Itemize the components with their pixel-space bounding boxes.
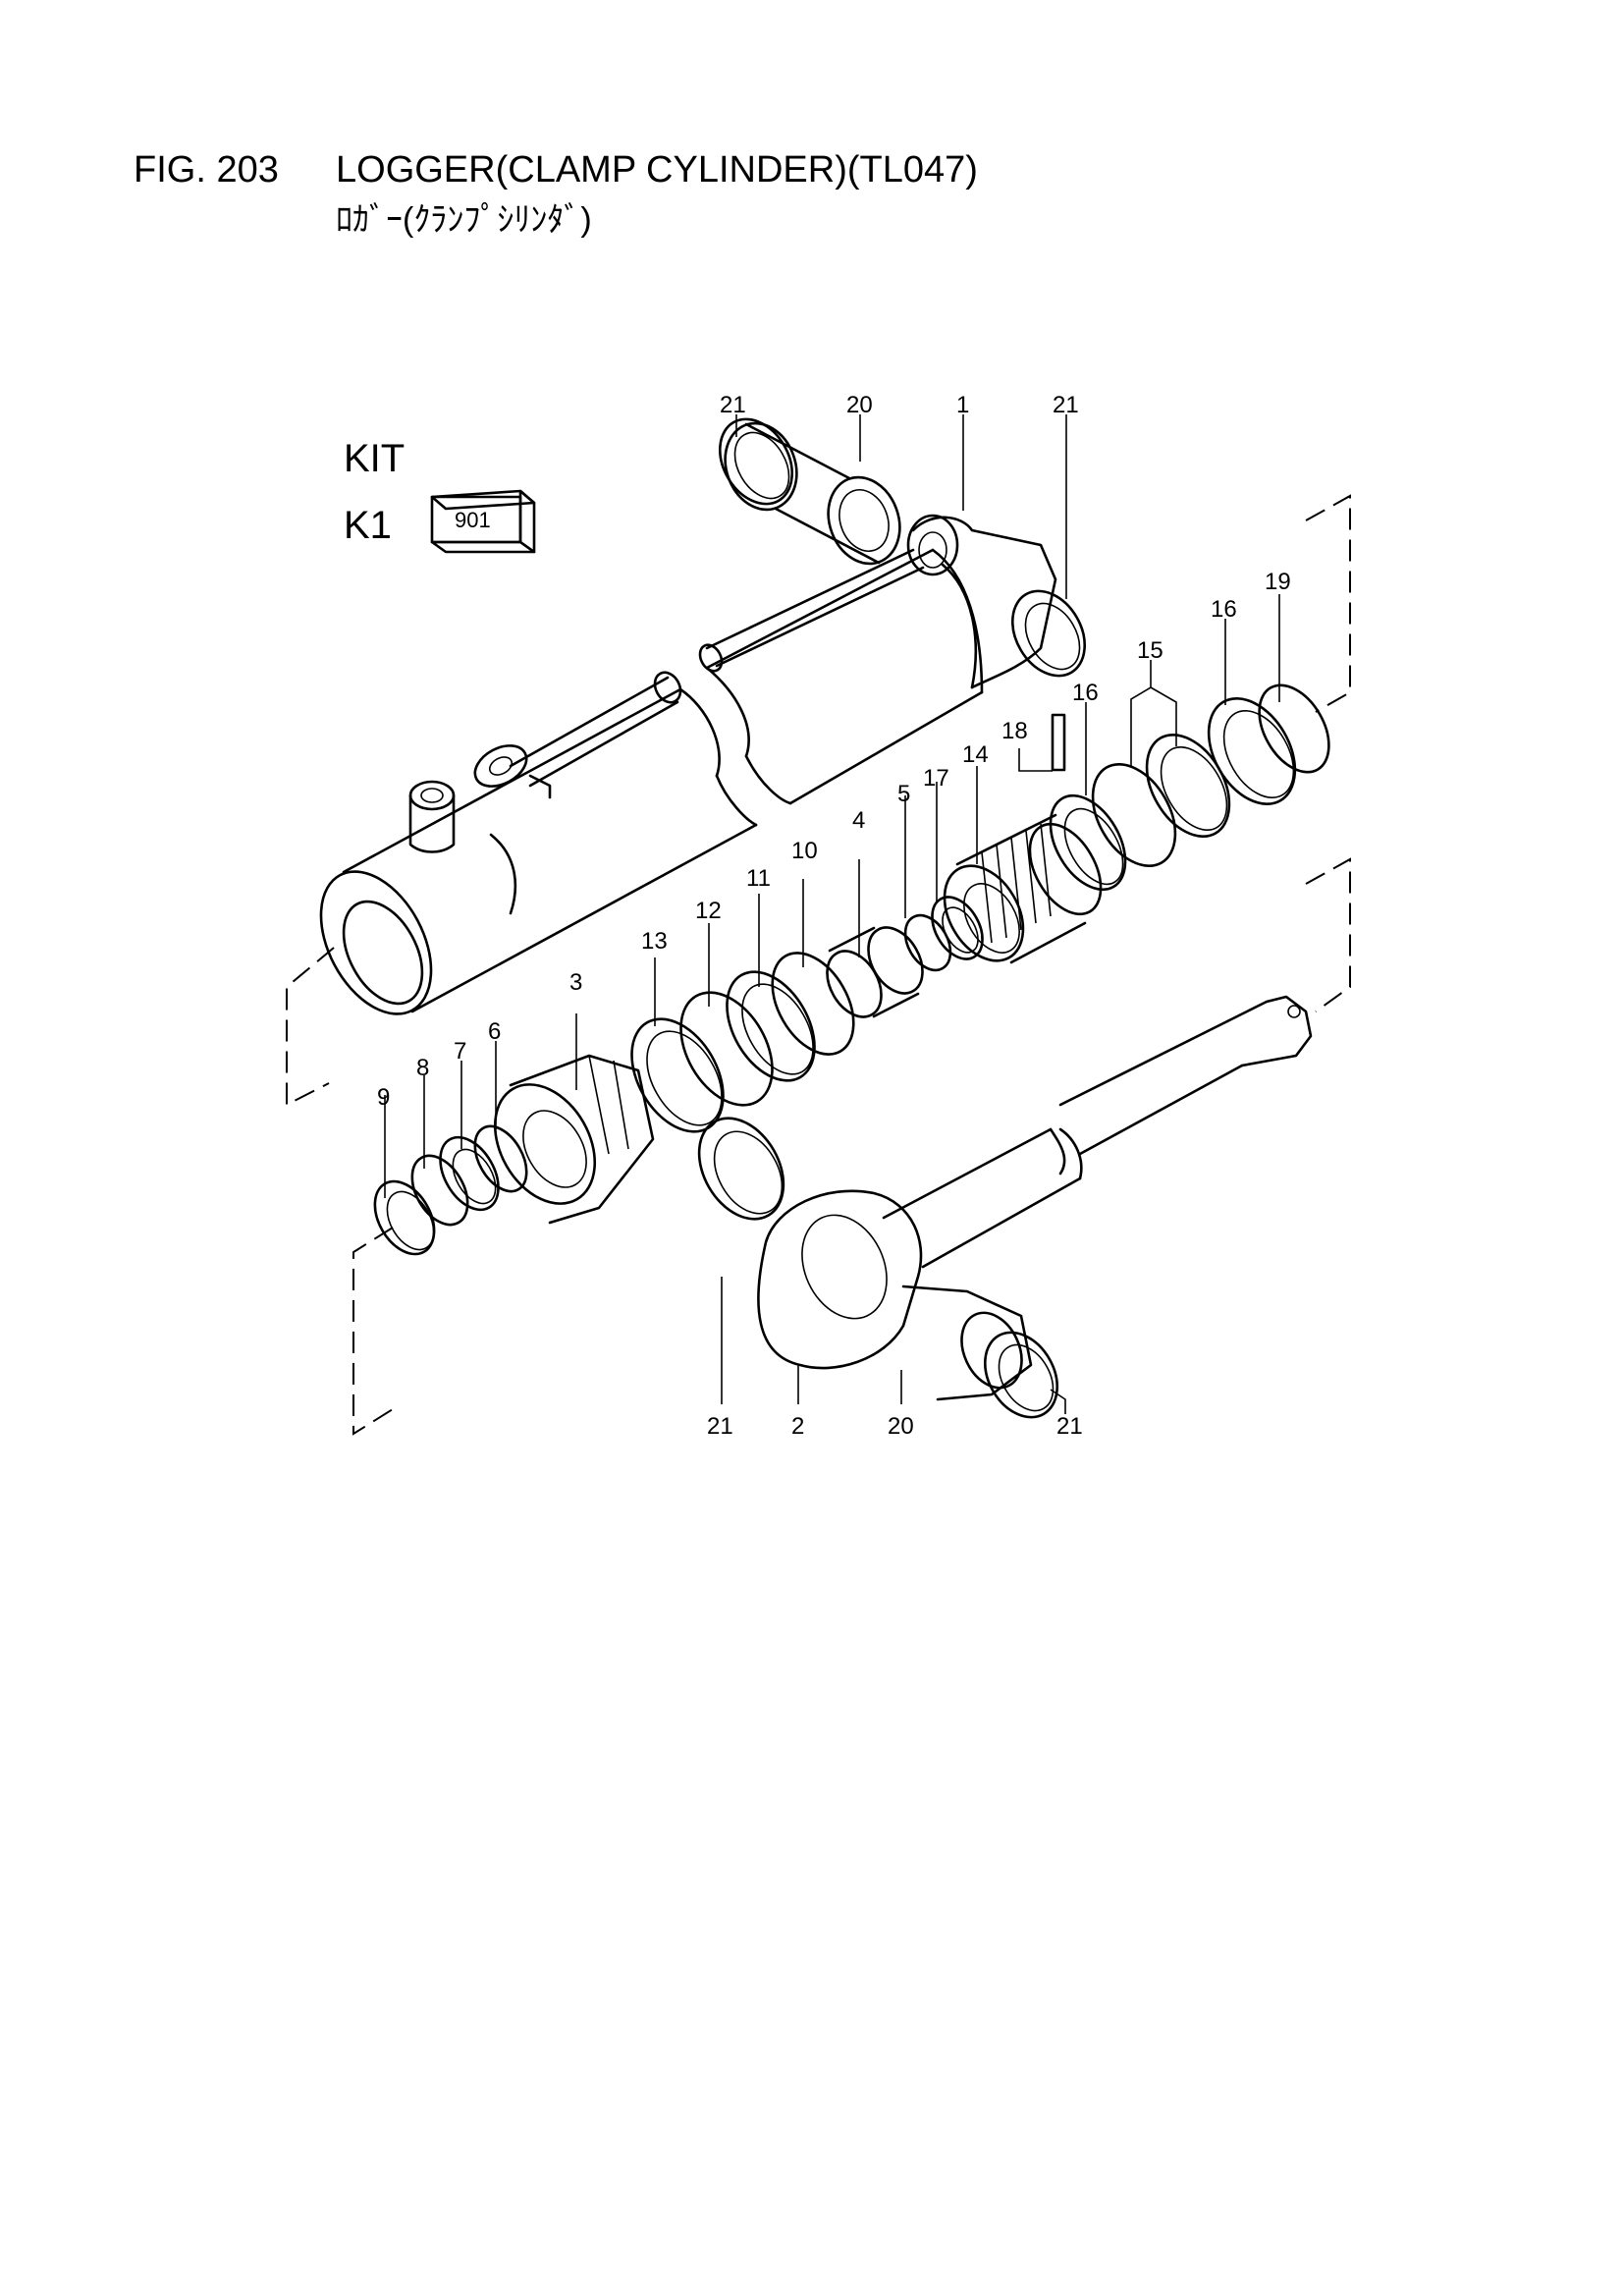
callout-21-bottom-left: 21 [707, 1413, 733, 1440]
alignment-line-upper-right [1305, 494, 1351, 713]
callout-numbers: 21 20 1 21 19 16 15 16 18 14 17 5 4 10 1… [377, 392, 1291, 1440]
part-8-ring [410, 1154, 469, 1227]
part-15-seal-set [1091, 733, 1231, 868]
callout-17: 17 [923, 765, 949, 792]
callout-1: 1 [956, 392, 969, 418]
part-3-rod-cover [493, 1054, 655, 1225]
part-11-ring [726, 970, 816, 1082]
part-10-ring [771, 952, 855, 1056]
seal-ring-bottom-left [697, 1117, 785, 1221]
alignment-line-left [286, 947, 335, 1107]
part-16-ring-left [1049, 793, 1127, 892]
kit-box: 901 [430, 489, 536, 554]
part-6-ring [473, 1124, 528, 1193]
part-13-ring [630, 1017, 725, 1133]
callout-5: 5 [897, 781, 910, 807]
callout-9: 9 [377, 1084, 390, 1111]
part-12-ring [679, 991, 774, 1107]
kit-number: 901 [455, 508, 491, 532]
part-4-bushing [826, 926, 924, 1018]
callout-6: 6 [488, 1018, 501, 1045]
callout-3: 3 [569, 969, 582, 996]
kit-label: KIT [344, 437, 405, 480]
callout-12: 12 [695, 898, 722, 924]
part-7-ring [439, 1135, 500, 1212]
callout-10: 10 [791, 838, 818, 864]
seal-ring-top-left [719, 417, 793, 506]
seal-ring-top-right [1011, 589, 1086, 678]
callout-21-top-right: 21 [1053, 392, 1079, 418]
part-18-pin [1051, 713, 1066, 772]
callout-2: 2 [791, 1413, 804, 1440]
kit-code: K1 [344, 504, 392, 547]
callout-20-bottom: 20 [888, 1413, 914, 1440]
callout-21-top-left: 21 [720, 392, 746, 418]
figure-subtitle-japanese: ﾛｶﾞｰ(ｸﾗﾝﾌﾟｼﾘﾝﾀﾞ) [336, 201, 592, 239]
callout-18: 18 [1001, 718, 1028, 744]
callout-11: 11 [746, 865, 771, 892]
callout-16-right: 16 [1211, 596, 1237, 623]
part-17-ring [931, 896, 984, 960]
callout-20-top: 20 [846, 392, 873, 418]
callout-7: 7 [454, 1038, 466, 1065]
callout-14: 14 [962, 741, 989, 768]
seal-ring-bottom-right [984, 1331, 1058, 1419]
callout-15: 15 [1137, 637, 1163, 664]
callout-13: 13 [641, 928, 668, 955]
part-5-ring [903, 913, 952, 972]
callout-16-left: 16 [1072, 680, 1099, 706]
part-19-ring [1258, 683, 1330, 774]
cylinder-tube [319, 514, 1057, 1015]
part-14-piston [943, 813, 1103, 964]
alignment-line-lower-right [1305, 857, 1351, 1012]
callout-21-bottom-right: 21 [1056, 1413, 1083, 1440]
callout-19: 19 [1265, 569, 1291, 595]
bushing-top [724, 421, 901, 566]
figure-title: LOGGER(CLAMP CYLINDER)(TL047) [336, 149, 978, 191]
callout-8: 8 [416, 1055, 429, 1081]
leader-lines [384, 414, 1280, 1414]
callout-4: 4 [852, 807, 865, 834]
alignment-line-lower-left [352, 1227, 394, 1436]
part-16-ring-right [1207, 696, 1297, 806]
piston-rod [757, 995, 1313, 1401]
figure-number: FIG. 203 [134, 149, 279, 191]
